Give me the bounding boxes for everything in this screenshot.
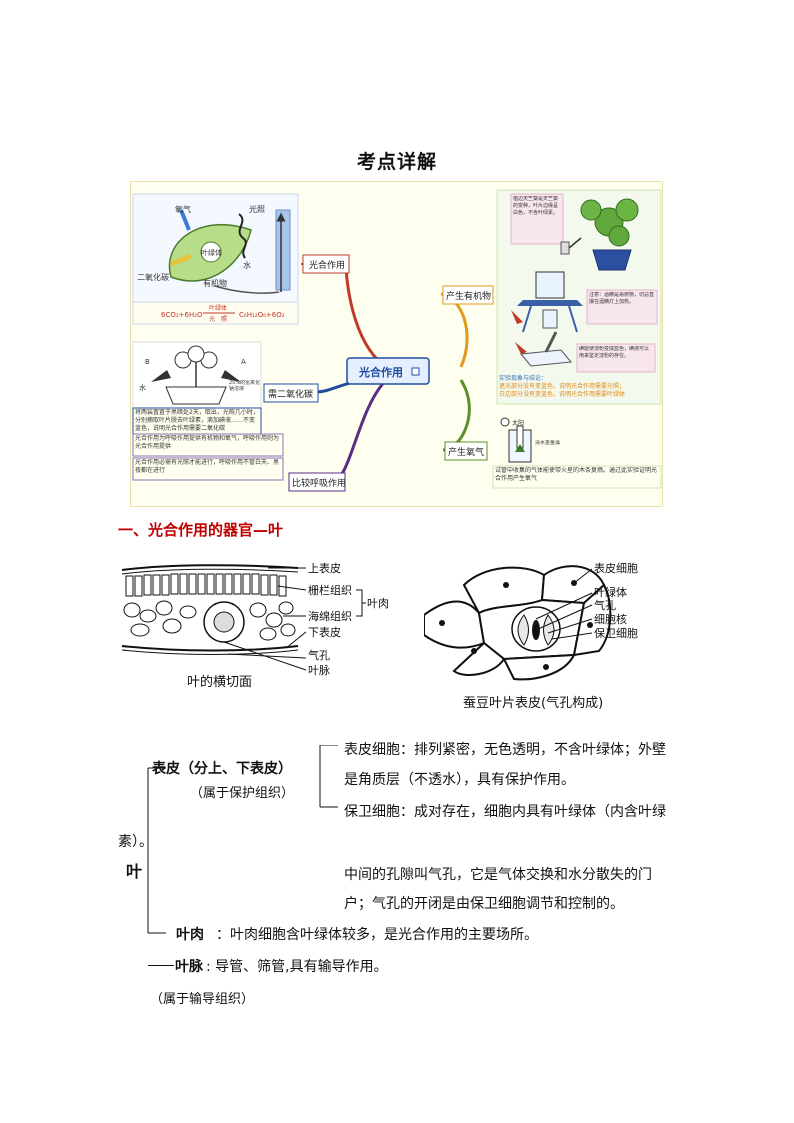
resp-note-1: 光合作用为呼吸作用提供有机物和氧气，呼吸作用则为光合作用提供 <box>135 435 280 450</box>
leaf-label-co2: 二氧化碳 <box>137 272 169 282</box>
branch-respiration-label: 比较呼吸作用 <box>292 477 346 489</box>
resp-note-2: 光合作用必需有光照才能进行，呼吸作用不管白天、黑夜都在进行 <box>135 459 280 474</box>
tree-guard-cont: 素）。 <box>118 834 153 850</box>
co2-label-naoh: 25%的氢氧化钠溶液 <box>229 380 261 392</box>
ep-label-epidermal-cell: 表皮细胞 <box>594 561 638 575</box>
epidermis-caption: 蚕豆叶片表皮(气孔构成) <box>463 696 604 711</box>
branch-organic <box>442 285 494 305</box>
oxygen-note: 试管中收集的气体能使带火星的木条复燃。通过此实验证明光合作用产生氧气 <box>495 467 658 482</box>
oxygen-arrow-icon <box>179 209 191 231</box>
tree-epidermis-sub: （属于保护组织） <box>190 786 295 801</box>
tree-vein-text: : 导管、筛管,具有输导作用。 <box>206 959 388 975</box>
cs-label-palisade: 栅栏组织 <box>308 583 352 597</box>
plant-note: 植边天竺葵是天竺葵的变种，叶片边缘呈白色，不含叶绿素。 <box>513 196 559 216</box>
equation-top: 叶绿体 <box>209 304 227 312</box>
section-heading: 一、光合作用的器官—叶 <box>118 521 284 539</box>
cs-label-lower-epidermis: 下表皮 <box>308 625 341 639</box>
tree-vein-line <box>148 965 174 966</box>
exp-line-1: 遮光部分没有变蓝色，说明光合作用需要光照； <box>499 382 625 390</box>
branch-oxygen-label: 产生氧气 <box>448 446 484 458</box>
tree-stoma-line1: 中间的孔隙叫气孔，它是气体交换和水分散失的门 <box>344 867 652 883</box>
beaker-icon <box>535 271 565 299</box>
equation-bottom: 光 照 <box>209 315 227 323</box>
exp-title: 实验现象与结论： <box>499 374 547 382</box>
branch-co2 <box>263 383 319 403</box>
chloroplast-icon <box>200 241 222 263</box>
ep-label-nucleus: 细胞核 <box>594 612 627 626</box>
branch-line-organic <box>440 292 469 368</box>
cs-label-stoma: 气孔 <box>308 648 330 662</box>
co2-note: 将两装置置于黑暗处2天，取出，光照几小时，分别摘取叶片脱去叶绿素，滴加碘液……不… <box>135 409 259 432</box>
sun-icon <box>500 417 510 427</box>
tree-mesophyll-title: 叶肉 <box>176 927 204 943</box>
branch-line-photosynthesis <box>344 263 387 369</box>
tree-stoma-line2: 户；气孔的开闭是由保卫细胞调节和控制的。 <box>344 896 624 912</box>
sun-label: 太阳 <box>512 419 524 427</box>
cs-label-spongy: 海绵组织 <box>308 609 352 623</box>
tree-lines <box>147 745 338 934</box>
alcohol-note: 注意：酒精是易燃物，切忌直接在酒精灯上加热。 <box>589 292 655 305</box>
branch-photosynthesis <box>302 254 350 274</box>
leaf-label-oxygen: 氧气 <box>175 204 191 214</box>
branch-line-oxygen <box>442 379 471 452</box>
mind-map: 氧气 光照 叶绿体 水 二氧化碳 有机物 6CO₂+6H₂O 叶绿体 光 照 C… <box>130 181 663 507</box>
tree-vein-sub: （属于输导组织） <box>150 992 255 1007</box>
tree-vein-title: 叶脉 <box>175 959 203 975</box>
center-node-label: 光合作用 <box>358 365 403 379</box>
water-plant-label: 清水金鱼藻 <box>535 440 561 446</box>
epidermis-figure: 表皮细胞 叶绿体 气孔 细胞核 保卫细胞 <box>424 561 638 681</box>
tree-mesophyll-text: ：叶肉细胞含叶绿体较多，是光合作用的主要场所。 <box>216 927 538 943</box>
branch-oxygen <box>444 441 488 461</box>
tree-epidermis-title: 表皮（分上、下表皮） <box>152 761 292 777</box>
leaf-label-chloroplast: 叶绿体 <box>201 248 222 257</box>
ep-label-stoma: 气孔 <box>594 598 616 612</box>
co2-label-water: 水 <box>139 383 146 392</box>
co2-label-a: A <box>241 358 246 366</box>
tree-epi-cell-line2: 是角质层（不透水），具有保护作用。 <box>344 772 575 788</box>
co2-label-b: B <box>145 358 150 366</box>
leaf-label-water: 水 <box>243 260 251 270</box>
ep-label-chloroplast: 叶绿体 <box>594 585 627 599</box>
branch-photosynthesis-label: 光合作用 <box>309 259 345 271</box>
page-title: 考点详解 <box>356 151 437 173</box>
leaf-label-light: 光照 <box>249 204 265 214</box>
equation-left: 6CO₂+6H₂O <box>161 311 203 319</box>
tree-root: 叶 <box>126 862 143 881</box>
branch-line-respiration <box>330 378 388 484</box>
tree-guard-line1: 保卫细胞：成对存在，细胞内具有叶绿体（内含叶绿 <box>344 804 666 820</box>
flower-pot-icon <box>592 249 632 271</box>
leaf-cross-section-figure: 上表皮 栅栏组织 海绵组织 下表皮 气孔 叶脉 叶肉 <box>121 561 388 677</box>
cs-label-vein: 叶脉 <box>308 663 330 677</box>
co2-arrow-icon <box>170 253 192 267</box>
exp-line-2: 白边部分没有变蓝色，说明光合作用需要叶绿体 <box>499 390 625 398</box>
equation-right: C₆H₁₂O₆+6O₂ <box>239 311 285 319</box>
dropper-icon <box>544 331 558 353</box>
cs-bracket-mesophyll: 叶肉 <box>367 597 388 610</box>
branch-co2-label: 需二氧化碳 <box>268 388 313 400</box>
ep-label-guard-cell: 保卫细胞 <box>594 626 638 640</box>
center-node <box>346 357 430 385</box>
leaf-label-organic: 有机物 <box>203 278 227 288</box>
light-wave-icon <box>238 213 247 259</box>
branch-organic-label: 产生有机物 <box>446 290 491 302</box>
cs-label-upper-epidermis: 上表皮 <box>308 561 341 575</box>
alcohol-lamp-icon <box>542 309 558 329</box>
cross-section-caption: 叶的横切面 <box>187 675 253 690</box>
tree-epi-cell-line1: 表皮细胞：排列紧密，无色透明，不含叶绿体；外壁 <box>344 742 666 758</box>
branch-respiration <box>288 472 346 492</box>
iodine-note: 碘能使淀粉变成蓝色，碘液可以用来鉴定淀粉的存在。 <box>579 346 650 359</box>
mind-map-diagram: 氧气 光照 叶绿体 水 二氧化碳 有机物 6CO₂+6H₂O 叶绿体 光 照 C… <box>132 189 662 492</box>
